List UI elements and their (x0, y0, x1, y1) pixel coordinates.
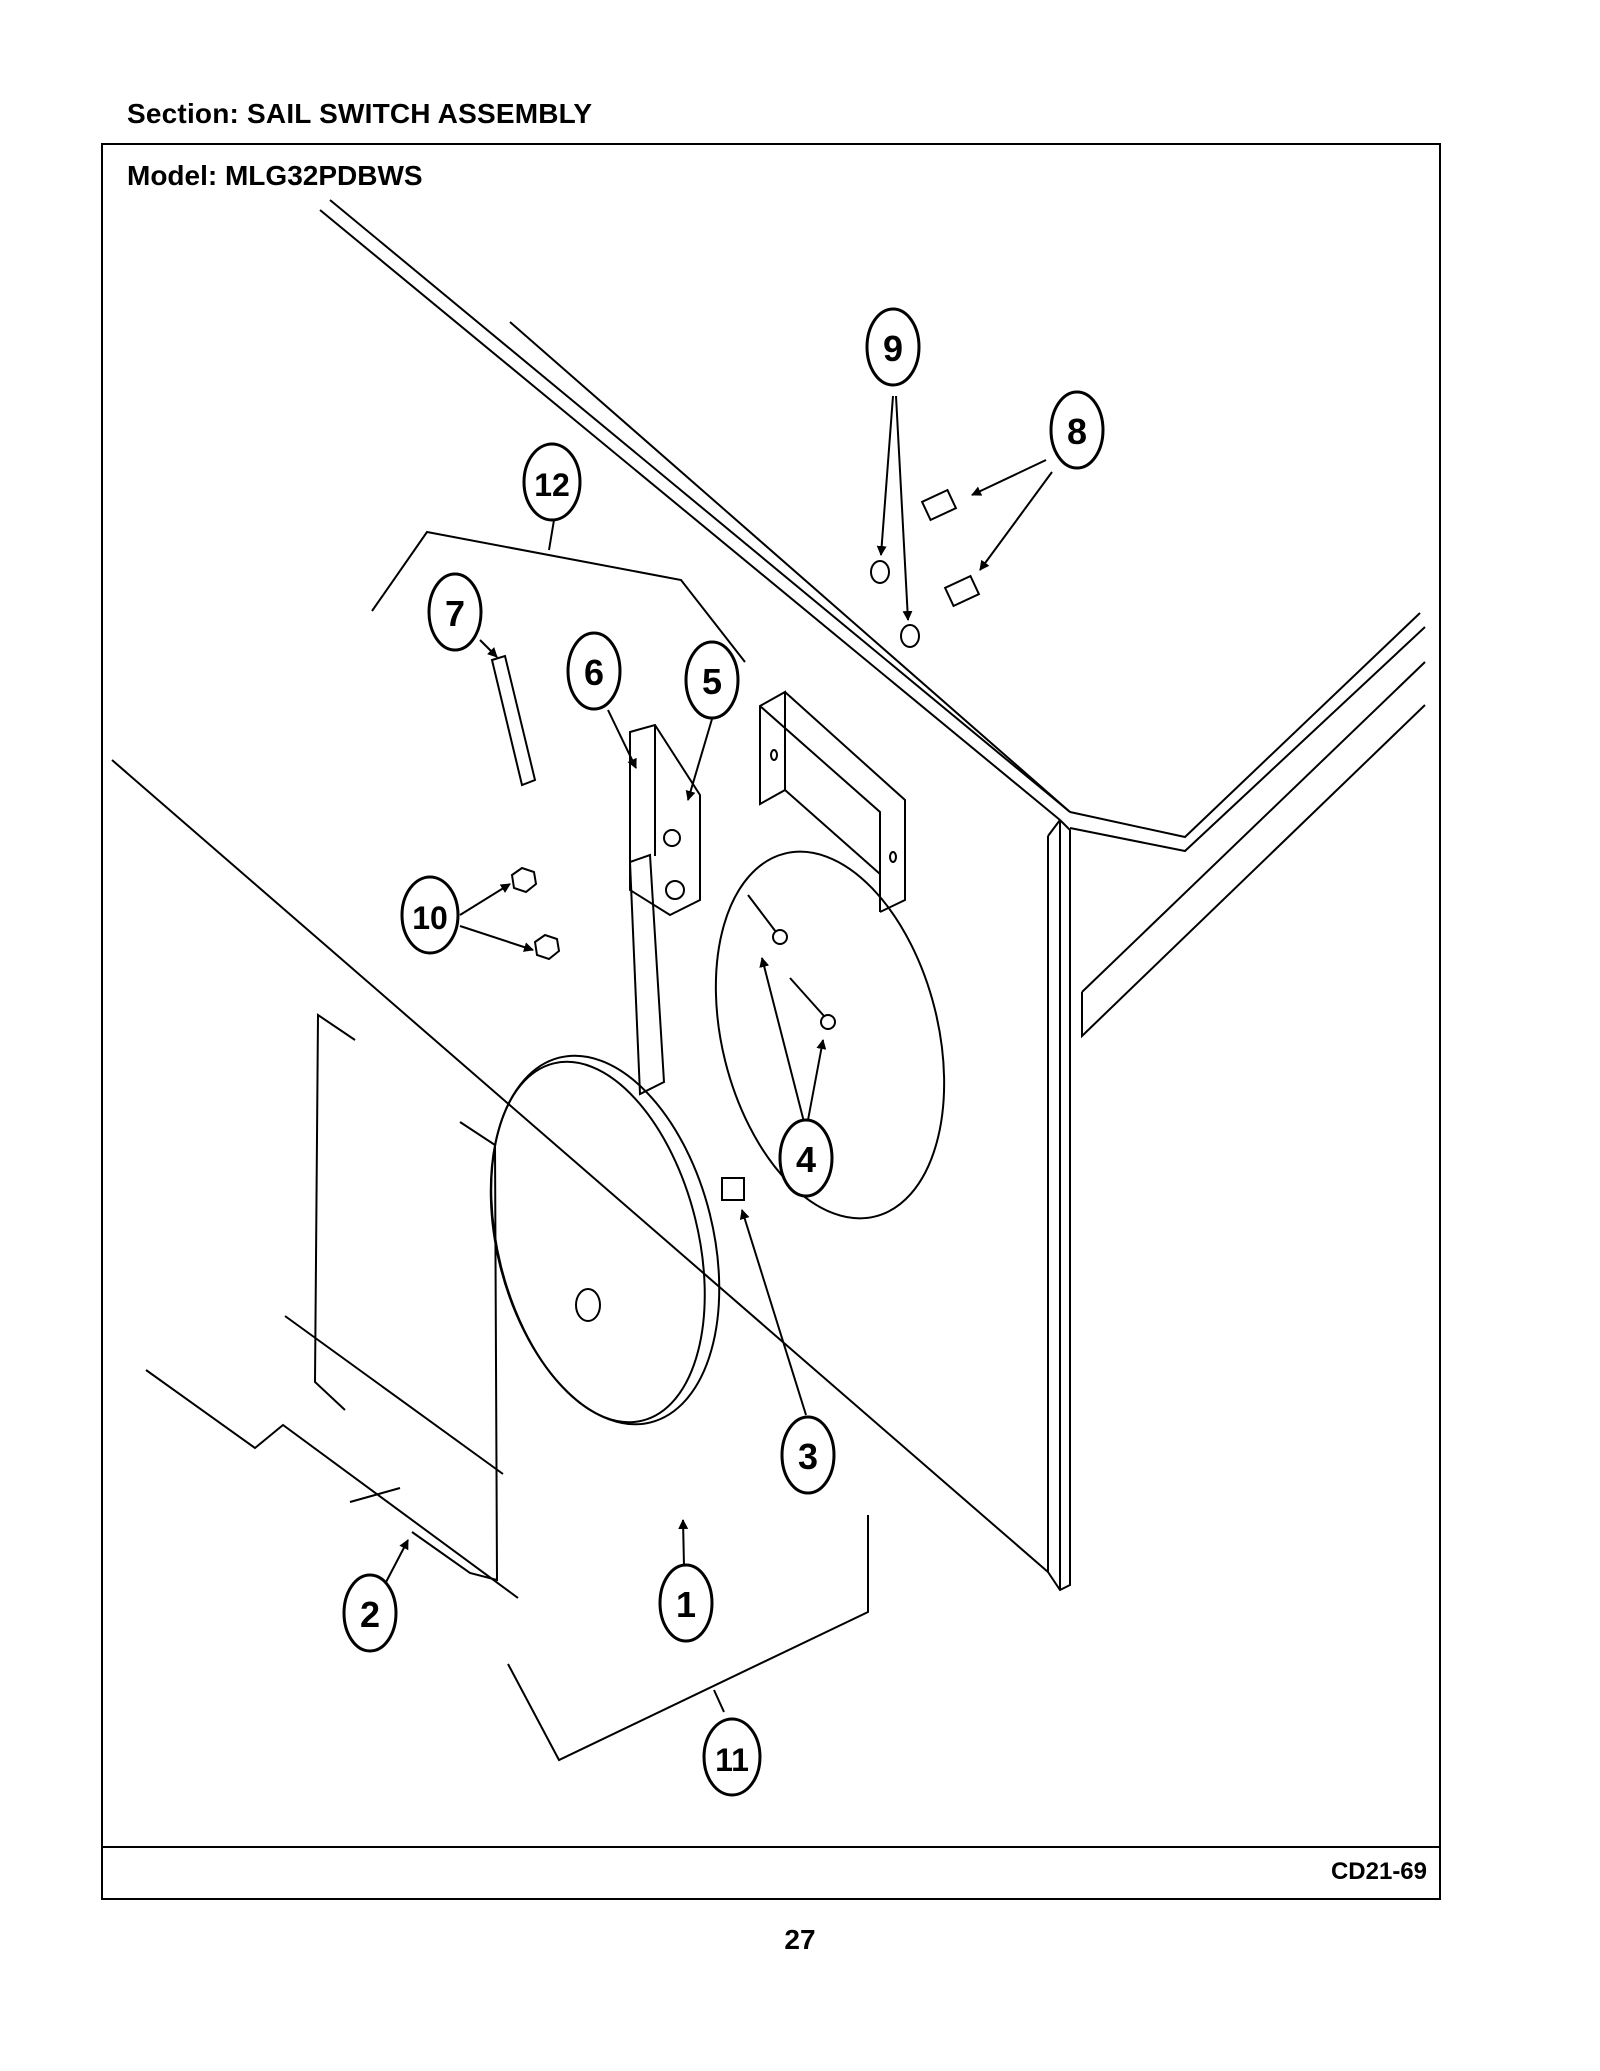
callout-11: 11 (702, 1717, 762, 1797)
drawing-frame (101, 143, 1441, 1900)
callout-4: 4 (778, 1118, 834, 1198)
callout-10-label: 10 (412, 900, 448, 936)
callout-1: 1 (658, 1563, 714, 1643)
nuts (510, 866, 561, 961)
actuator-plate (490, 654, 537, 787)
callout-2: 2 (342, 1573, 398, 1653)
sail-disc (489, 1054, 721, 1426)
callout-12: 12 (522, 442, 582, 522)
square-nut (721, 1177, 745, 1201)
callout-3: 3 (780, 1415, 836, 1495)
page-number: 27 (784, 1924, 816, 1955)
callouts: 1 2 3 4 5 6 7 8 (342, 307, 1105, 1797)
screws (747, 894, 836, 1030)
callout-1-label: 1 (676, 1584, 696, 1625)
callout-7: 7 (427, 572, 483, 652)
callout-9: 9 (865, 307, 921, 387)
leader-lines (384, 395, 1053, 1585)
callout-3-label: 3 (798, 1436, 818, 1477)
drawing-code: CD21-69 (1330, 1858, 1427, 1885)
rear-gasket-disc (714, 850, 946, 1220)
group-brackets (371, 519, 869, 1762)
mounting-bracket (759, 690, 906, 913)
callout-5-label: 5 (702, 661, 722, 702)
callout-8-label: 8 (1067, 411, 1087, 452)
callout-9-label: 9 (883, 328, 903, 369)
housing-panel (111, 199, 1426, 1592)
micro-switch (628, 723, 701, 1096)
model-title: Model: MLG32PDBWS (127, 160, 423, 191)
callout-11-label: 11 (715, 1742, 749, 1778)
callout-12-label: 12 (534, 467, 570, 503)
section-title: Section: SAIL SWITCH ASSEMBLY (127, 98, 593, 129)
callout-4-label: 4 (796, 1139, 816, 1180)
bolts (920, 488, 981, 608)
washers (870, 560, 920, 648)
callout-2-label: 2 (360, 1594, 380, 1635)
callout-10: 10 (400, 875, 460, 955)
callout-6-label: 6 (584, 652, 604, 693)
footer-divider (101, 1846, 1441, 1848)
wire-frame (145, 1013, 519, 1599)
callout-7-label: 7 (445, 593, 465, 634)
callout-5: 5 (684, 640, 740, 720)
callout-6: 6 (566, 631, 622, 711)
callout-8: 8 (1049, 390, 1105, 470)
